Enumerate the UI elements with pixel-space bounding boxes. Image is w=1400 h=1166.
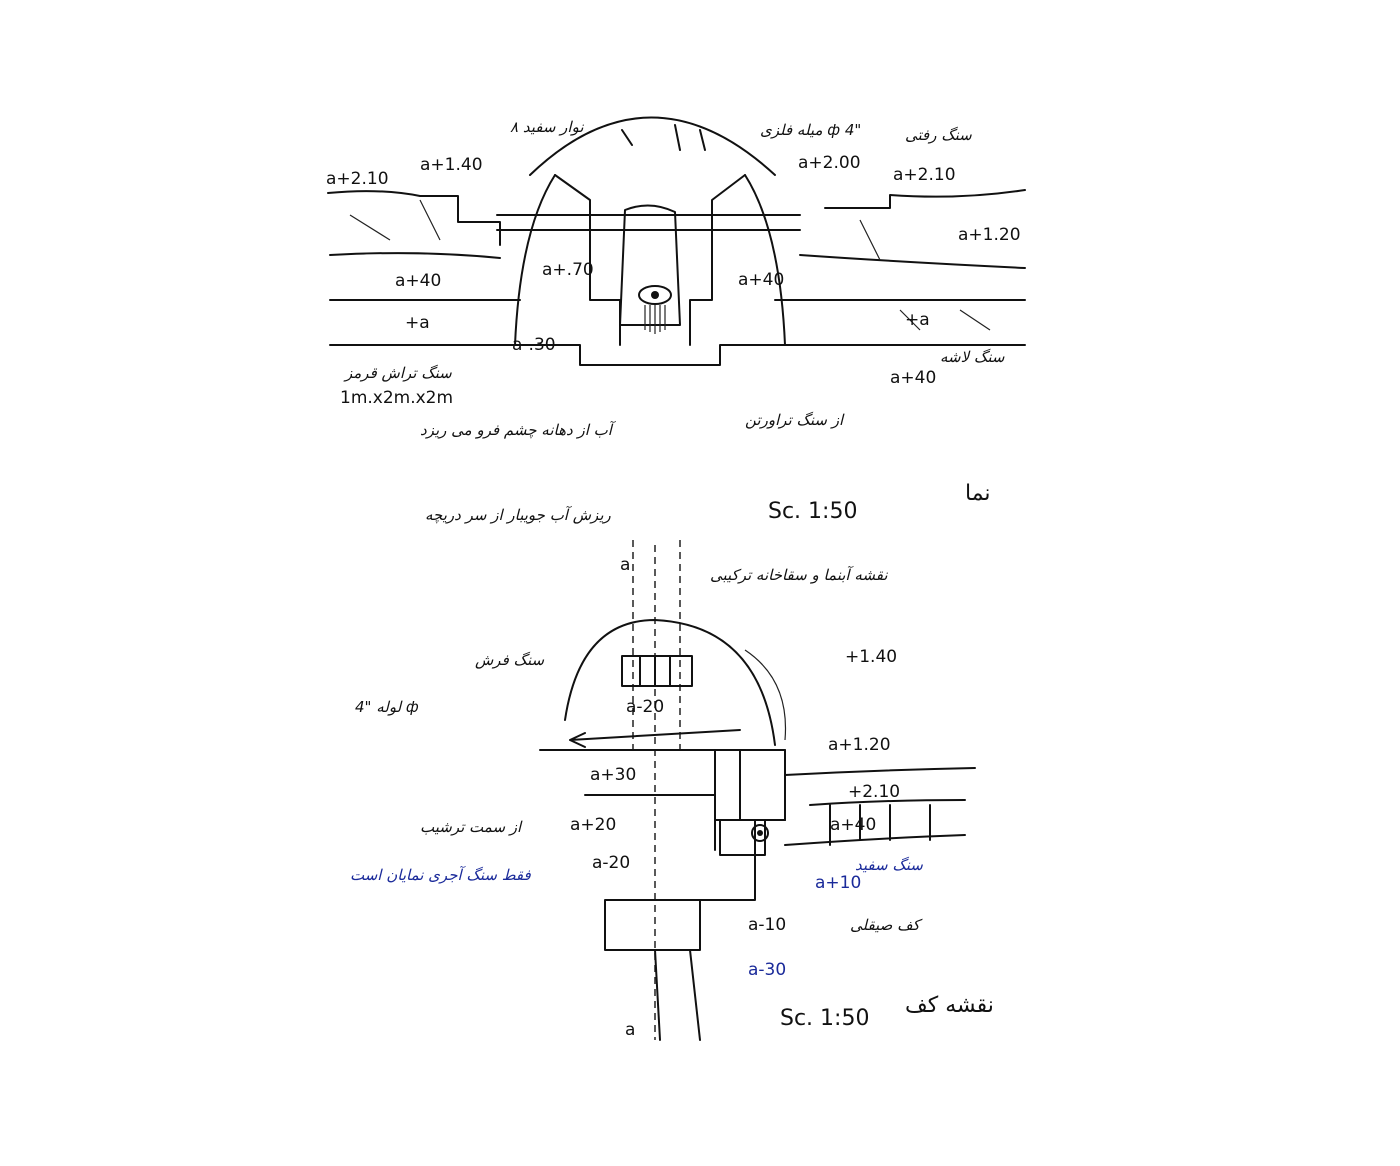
- level-label: a+1.40: [420, 155, 483, 175]
- level-label: +2.10: [848, 782, 900, 802]
- level-label: a+2.10: [893, 165, 956, 185]
- level-label: a+10: [815, 873, 861, 893]
- note: سنگ فرش: [475, 651, 544, 669]
- scale-label: Sc. 1:50: [768, 499, 857, 524]
- elevation-drawing: [327, 116, 1026, 366]
- level-label: +a: [405, 313, 430, 333]
- note: سنگ رفتی: [905, 126, 972, 144]
- level-label: a+1.20: [958, 225, 1021, 245]
- note: ۸ نوار سفید: [510, 118, 584, 136]
- note: میله فلزی ф 4": [760, 121, 861, 139]
- level-label: a+40: [395, 271, 441, 291]
- note: از سنگ تراورتن: [745, 411, 845, 429]
- note: آب از دهانه چشم فرو می ریزد: [420, 420, 617, 439]
- level-label: +1.40: [845, 647, 897, 667]
- level-label: a+40: [830, 815, 876, 835]
- note: سنگ سفید: [855, 856, 923, 874]
- level-label: a-.30: [512, 335, 556, 355]
- level-label: a+1.20: [828, 735, 891, 755]
- level-label: +a: [905, 310, 930, 330]
- section-mark: a: [620, 555, 630, 575]
- plan-drawing: [539, 540, 976, 1041]
- level-label: a-10: [748, 915, 786, 935]
- level-label: a-20: [592, 853, 630, 873]
- plan-labels: +1.40 a-20 a+1.20 a+30 +2.10 a+40 a+20 a…: [350, 555, 994, 1040]
- elevation-level-labels: a+2.10 a+1.40 a+2.00 a+2.10 a+1.20 a+40 …: [326, 153, 1021, 408]
- drawing-title: نما: [965, 481, 991, 506]
- level-label: a+.70: [542, 260, 594, 280]
- note: کف صیقلی: [850, 916, 923, 934]
- dimensions-label: 1m.x2m.x2m: [340, 388, 453, 408]
- note: سنگ لاشه: [940, 348, 1005, 366]
- drawing-title: نقشه کف: [905, 993, 994, 1018]
- level-label: a+40: [890, 368, 936, 388]
- level-label: a+2.00: [798, 153, 861, 173]
- level-label: a-20: [626, 697, 664, 717]
- level-label: a-30: [748, 960, 786, 980]
- elevation-notes: ۸ نوار سفید میله فلزی ф 4" سنگ رفتی سنگ …: [343, 118, 1005, 524]
- level-label: a+30: [590, 765, 636, 785]
- note: از سمت ترشیب: [420, 818, 523, 836]
- note: فقط سنگ آجری نمایان است: [350, 865, 532, 884]
- note: ریزش آب جویبار از سر دریچه: [425, 505, 612, 524]
- level-label: a+40: [738, 270, 784, 290]
- scale-label: Sc. 1:50: [780, 1006, 869, 1031]
- section-mark: a: [625, 1020, 635, 1040]
- note: لوله "4 ф: [355, 698, 419, 716]
- plan-heading: نقشه آبنما و سقاخانه ترکیبی: [710, 565, 888, 584]
- level-label: a+20: [570, 815, 616, 835]
- note: سنگ تراش قرمز: [343, 364, 452, 382]
- level-label: a+2.10: [326, 169, 389, 189]
